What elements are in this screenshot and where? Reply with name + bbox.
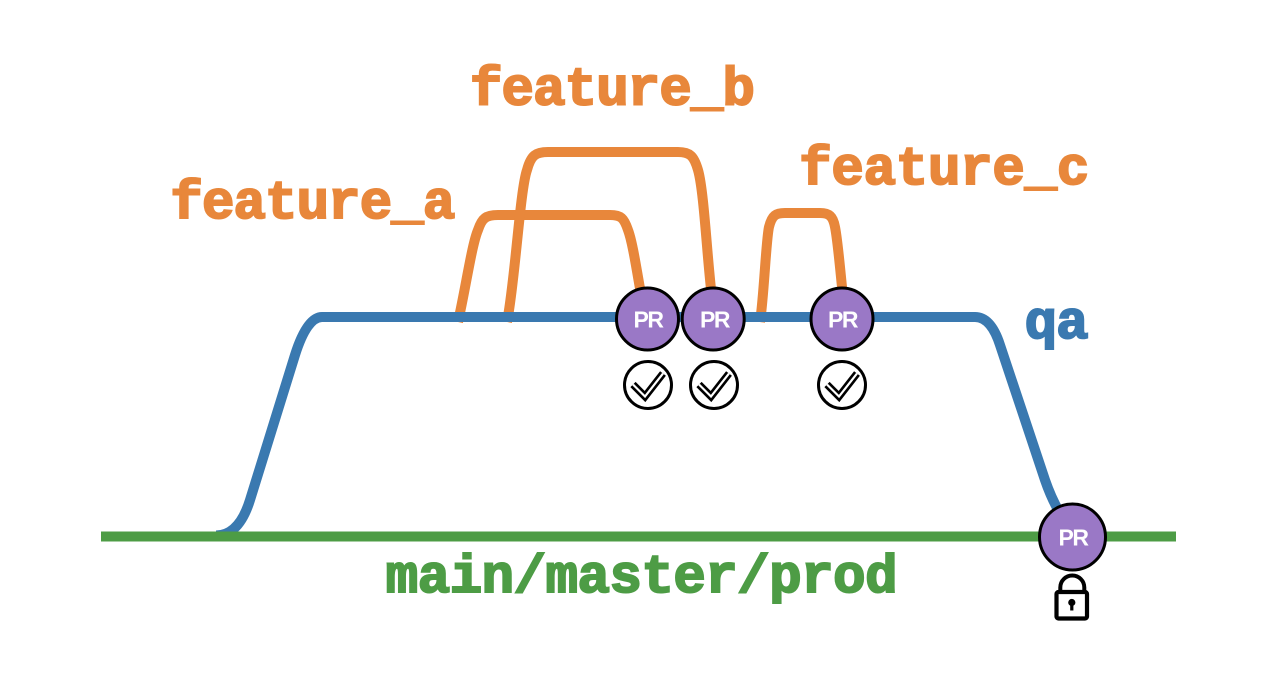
svg-text:qa: qa [1025,294,1089,355]
svg-text:feature_b: feature_b [470,61,754,122]
svg-text:PR: PR [700,307,731,333]
svg-text:main/master/prod: main/master/prod [386,548,897,609]
svg-text:PR: PR [828,307,859,333]
svg-text:feature_a: feature_a [170,174,454,235]
svg-text:feature_c: feature_c [799,140,1089,201]
svg-text:PR: PR [1059,525,1090,551]
svg-text:PR: PR [634,307,665,333]
